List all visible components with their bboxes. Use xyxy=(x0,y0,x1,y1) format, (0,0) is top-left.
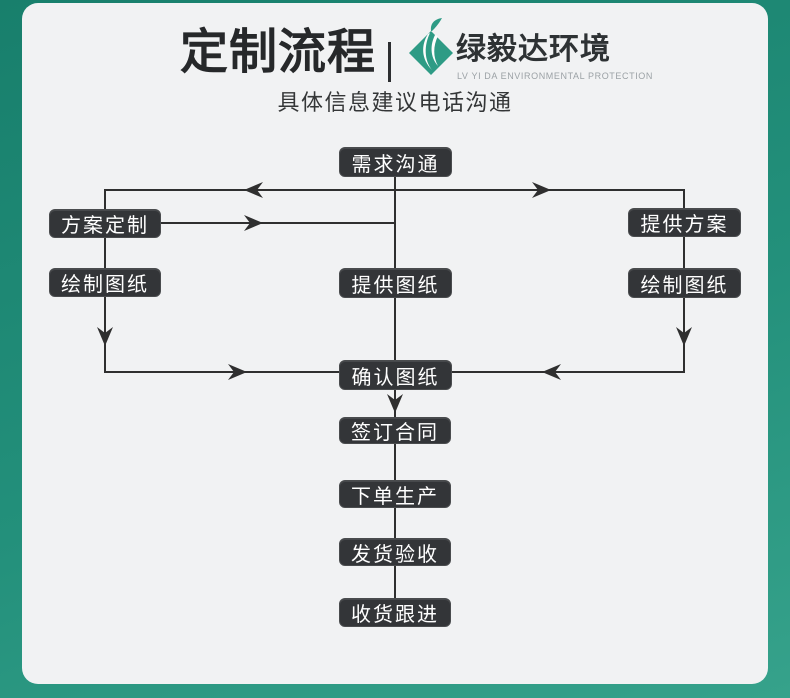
flow-node-draw-drawings-left: 绘制图纸 xyxy=(49,268,161,297)
flow-node-order-production: 下单生产 xyxy=(339,480,451,508)
arrowhead-mid-right xyxy=(244,215,263,231)
flow-node-ship-acceptance: 发货验收 xyxy=(339,538,451,566)
flow-node-confirm-drawings: 确认图纸 xyxy=(339,360,452,390)
arrowhead-down-center xyxy=(387,394,403,413)
arrowhead-down-right xyxy=(676,327,692,346)
page-title: 定制流程 xyxy=(180,26,377,79)
brand-name: 绿毅达环境 xyxy=(456,33,611,66)
contact-note: 具体信息建议电话沟通 xyxy=(277,90,513,115)
arrowhead-bottom-left xyxy=(228,364,247,380)
arrowhead-down-left xyxy=(97,327,113,346)
flow-node-sign-contract: 签订合同 xyxy=(339,417,451,444)
flow-node-receive-followup: 收货跟进 xyxy=(339,598,451,627)
flow-node-provide-drawings: 提供图纸 xyxy=(339,268,452,298)
flow-node-demand-communication: 需求沟通 xyxy=(339,147,452,177)
flow-node-provide-plan: 提供方案 xyxy=(628,208,741,237)
brand-divider xyxy=(388,42,391,82)
arrowhead-bottom-right xyxy=(542,364,561,380)
flow-node-draw-drawings-right: 绘制图纸 xyxy=(628,268,741,298)
arrowhead-left-top xyxy=(244,182,263,198)
flow-node-plan-customization: 方案定制 xyxy=(49,209,161,238)
leaf-diamond-logo-icon xyxy=(409,18,453,75)
arrowhead-right-top xyxy=(532,182,551,198)
brand-tagline: LV YI DA ENVIRONMENTAL PROTECTION xyxy=(457,71,653,81)
